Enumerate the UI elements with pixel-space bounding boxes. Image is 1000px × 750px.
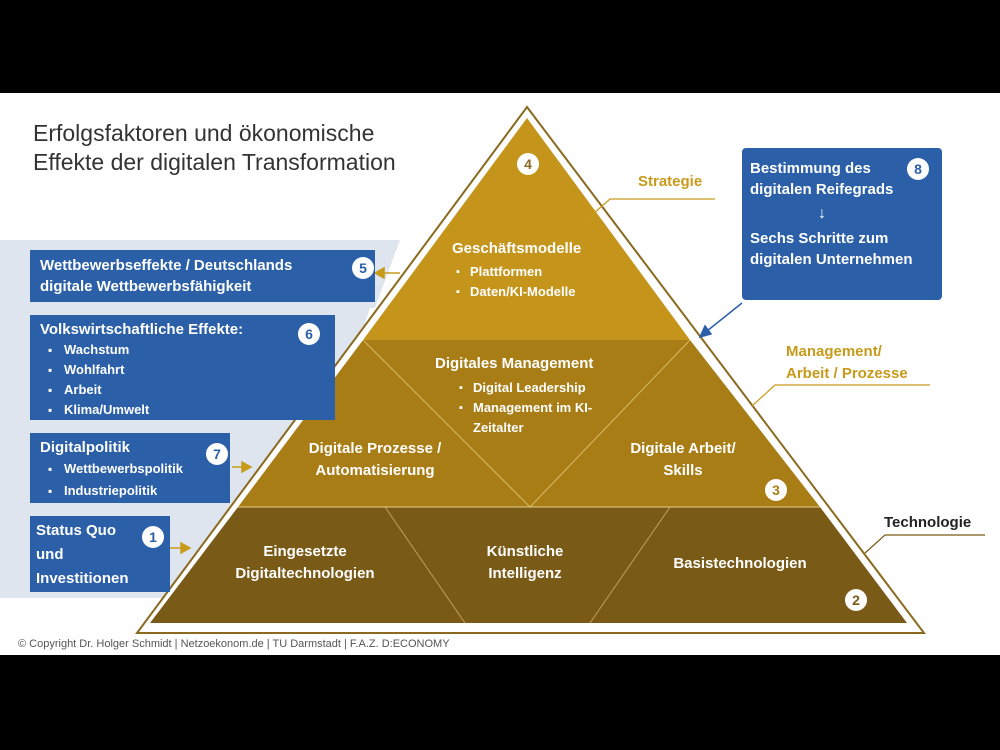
middle-center-heading: Digitales Management	[435, 355, 594, 372]
divider-mid-right	[529, 339, 691, 508]
technology-label: Technologie	[884, 514, 972, 531]
number-badge-3: 3	[765, 479, 787, 501]
down-arrow-icon: ↓	[818, 205, 826, 222]
middle-left-line-1: Digitale Prozesse /	[308, 440, 442, 457]
title-line-1: Erfolgsfaktoren und ökonomische	[33, 120, 375, 146]
bottom-left-line-2: Digitaltechnologien	[235, 565, 375, 582]
divider-bottom-right	[589, 506, 671, 624]
box6-item: Wachstum	[40, 340, 325, 360]
box7-item: Wettbewerbspolitik	[40, 458, 220, 480]
middle-right-text: Digitale Arbeit/ Skills	[608, 438, 758, 482]
bottom-right-line-1: Basistechnologien	[673, 555, 807, 572]
middle-right-line-2: Skills	[663, 462, 703, 479]
number-badge-5: 5	[352, 257, 374, 279]
management-label-line-2: Arbeit / Prozesse	[786, 365, 908, 382]
middle-right-line-1: Digitale Arbeit/	[630, 440, 736, 457]
box8-line-4: digitalen Unternehmen	[750, 251, 913, 268]
number-badge-6: 6	[298, 323, 320, 345]
pyramid-bottom-layer	[150, 507, 907, 623]
top-layer-heading: Geschäftsmodelle	[452, 240, 582, 257]
box6-item: Wohlfahrt	[40, 360, 325, 380]
middle-center-item: Digital Leadership	[455, 378, 605, 398]
middle-left-text: Digitale Prozesse / Automatisierung	[285, 438, 465, 482]
bottom-center-line-2: Intelligenz	[488, 565, 562, 582]
number-badge-7: 7	[206, 443, 228, 465]
box8-line-2: digitalen Reifegrads	[750, 181, 894, 198]
number-badge-1: 1	[142, 526, 164, 548]
slide: Erfolgsfaktoren und ökonomische Effekte …	[0, 93, 1000, 655]
box5-line-1: Wettbewerbseffekte / Deutschlands	[40, 257, 293, 274]
management-label-line-1: Management/	[786, 343, 882, 360]
bottom-center-text: Künstliche Intelligenz	[450, 541, 600, 585]
arrow-from-box7	[232, 460, 253, 474]
box6-heading: Volkswirtschaftliche Effekte:	[40, 321, 244, 338]
box-competition-effects: Wettbewerbseffekte / Deutschlands digita…	[30, 250, 375, 302]
box1-line-1: Status Quo	[36, 522, 117, 539]
middle-left-line-2: Automatisierung	[315, 462, 435, 479]
strategy-label: Strategie	[638, 173, 703, 190]
arrow-from-box8	[698, 302, 743, 339]
top-layer-item: Plattformen	[452, 262, 581, 282]
strategy-callout-line	[584, 198, 715, 222]
box-digital-policy: Digitalpolitik Wettbewerbspolitik Indust…	[30, 433, 230, 503]
box6-item: Arbeit	[40, 380, 325, 400]
box-digital-maturity: Bestimmung des digitalen Reifegrads ↓ Se…	[742, 148, 942, 300]
pyramid-top-layer	[363, 118, 690, 340]
title-line-2: Effekte der digitalen Transformation	[33, 149, 396, 175]
copyright-text: © Copyright Dr. Holger Schmidt | Netzoek…	[18, 638, 450, 650]
middle-center-item: Management im KI-Zeitalter	[455, 398, 605, 438]
box8-line-3: Sechs Schritte zum	[750, 230, 889, 247]
divider-mid-left	[362, 339, 531, 508]
bottom-center-line-1: Künstliche	[486, 543, 564, 560]
arrow-from-box1	[170, 541, 192, 555]
box-economic-effects: Volkswirtschaftliche Effekte: Wachstum W…	[30, 315, 335, 420]
top-layer-item: Daten/KI-Modelle	[452, 282, 581, 302]
bottom-left-line-1: Eingesetzte	[263, 543, 347, 560]
number-badge-4: 4	[517, 153, 539, 175]
number-badge-2: 2	[845, 589, 867, 611]
divider-bottom-left	[384, 506, 466, 624]
box6-item: Klima/Umwelt	[40, 400, 325, 420]
box5-line-2: digitale Wettbewerbsfähigkeit	[40, 278, 252, 295]
management-callout-line	[751, 384, 930, 407]
box-status-quo: Status Quo und Investitionen 1	[30, 516, 170, 592]
box7-item: Industriepolitik	[40, 480, 220, 502]
page-title: Erfolgsfaktoren und ökonomische Effekte …	[33, 119, 396, 177]
bottom-left-text: Eingesetzte Digitaltechnologien	[205, 541, 405, 585]
bottom-right-text: Basistechnologien	[655, 553, 825, 575]
box7-heading: Digitalpolitik	[40, 439, 130, 456]
middle-center-content: Digitales Management Digital Leadership …	[435, 353, 605, 438]
top-layer-content: Geschäftsmodelle Plattformen Daten/KI-Mo…	[452, 238, 581, 302]
box8-line-1: Bestimmung des	[750, 160, 871, 177]
technology-callout-line	[864, 534, 985, 554]
number-badge-8: 8	[907, 158, 929, 180]
box1-line-2: und	[36, 546, 64, 563]
arrow-to-box5	[373, 266, 400, 280]
management-label: Management/ Arbeit / Prozesse	[786, 341, 908, 385]
box1-line-3: Investitionen	[36, 570, 129, 587]
